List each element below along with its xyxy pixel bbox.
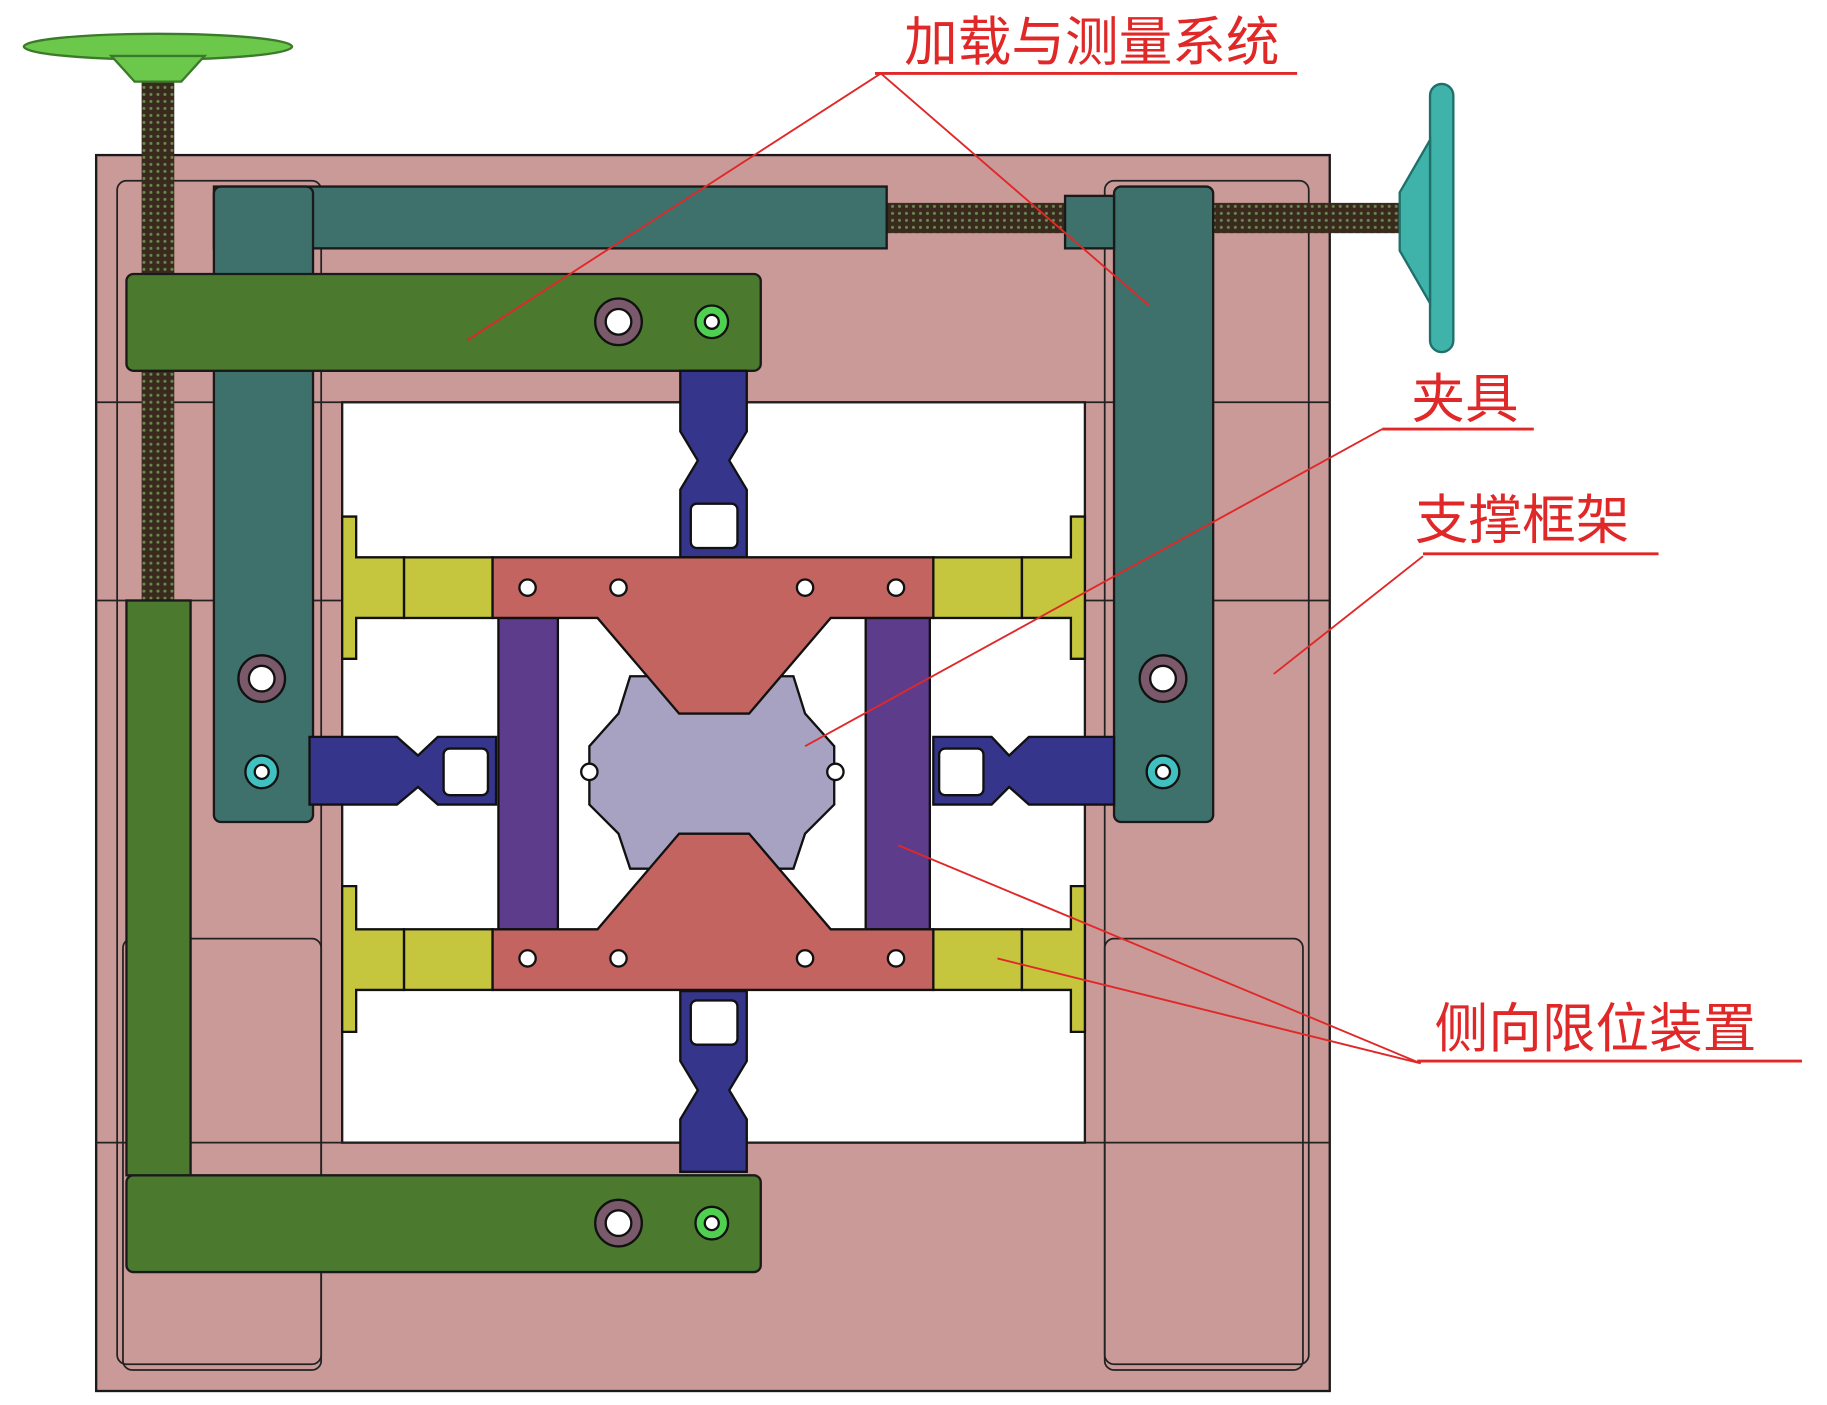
annotation-support-frame: 支撑框架 xyxy=(1273,489,1659,675)
annotation-loading-system: 加载与测量系统 xyxy=(466,11,1298,342)
annotation-lateral-limiter: 侧向限位装置 xyxy=(897,844,1802,1065)
handwheel-right[interactable] xyxy=(1398,82,1455,354)
specimen xyxy=(588,675,836,870)
loading-beams-green xyxy=(125,272,762,1274)
label-fixture: 夹具 xyxy=(1411,367,1518,430)
clamp-holes xyxy=(518,578,906,968)
lateral-limiters-yellow xyxy=(341,515,1087,1034)
handwheel-top-left[interactable] xyxy=(22,32,294,83)
annotation-fixture: 夹具 xyxy=(804,367,1534,748)
lateral-limiters-purple xyxy=(497,616,931,931)
label-lateral-limiter: 侧向限位装置 xyxy=(1435,997,1757,1060)
loading-arms xyxy=(308,369,1116,1173)
label-support-frame: 支撑框架 xyxy=(1415,489,1630,552)
fixture-clamps xyxy=(491,556,935,992)
label-loading-system: 加载与测量系统 xyxy=(904,11,1279,74)
